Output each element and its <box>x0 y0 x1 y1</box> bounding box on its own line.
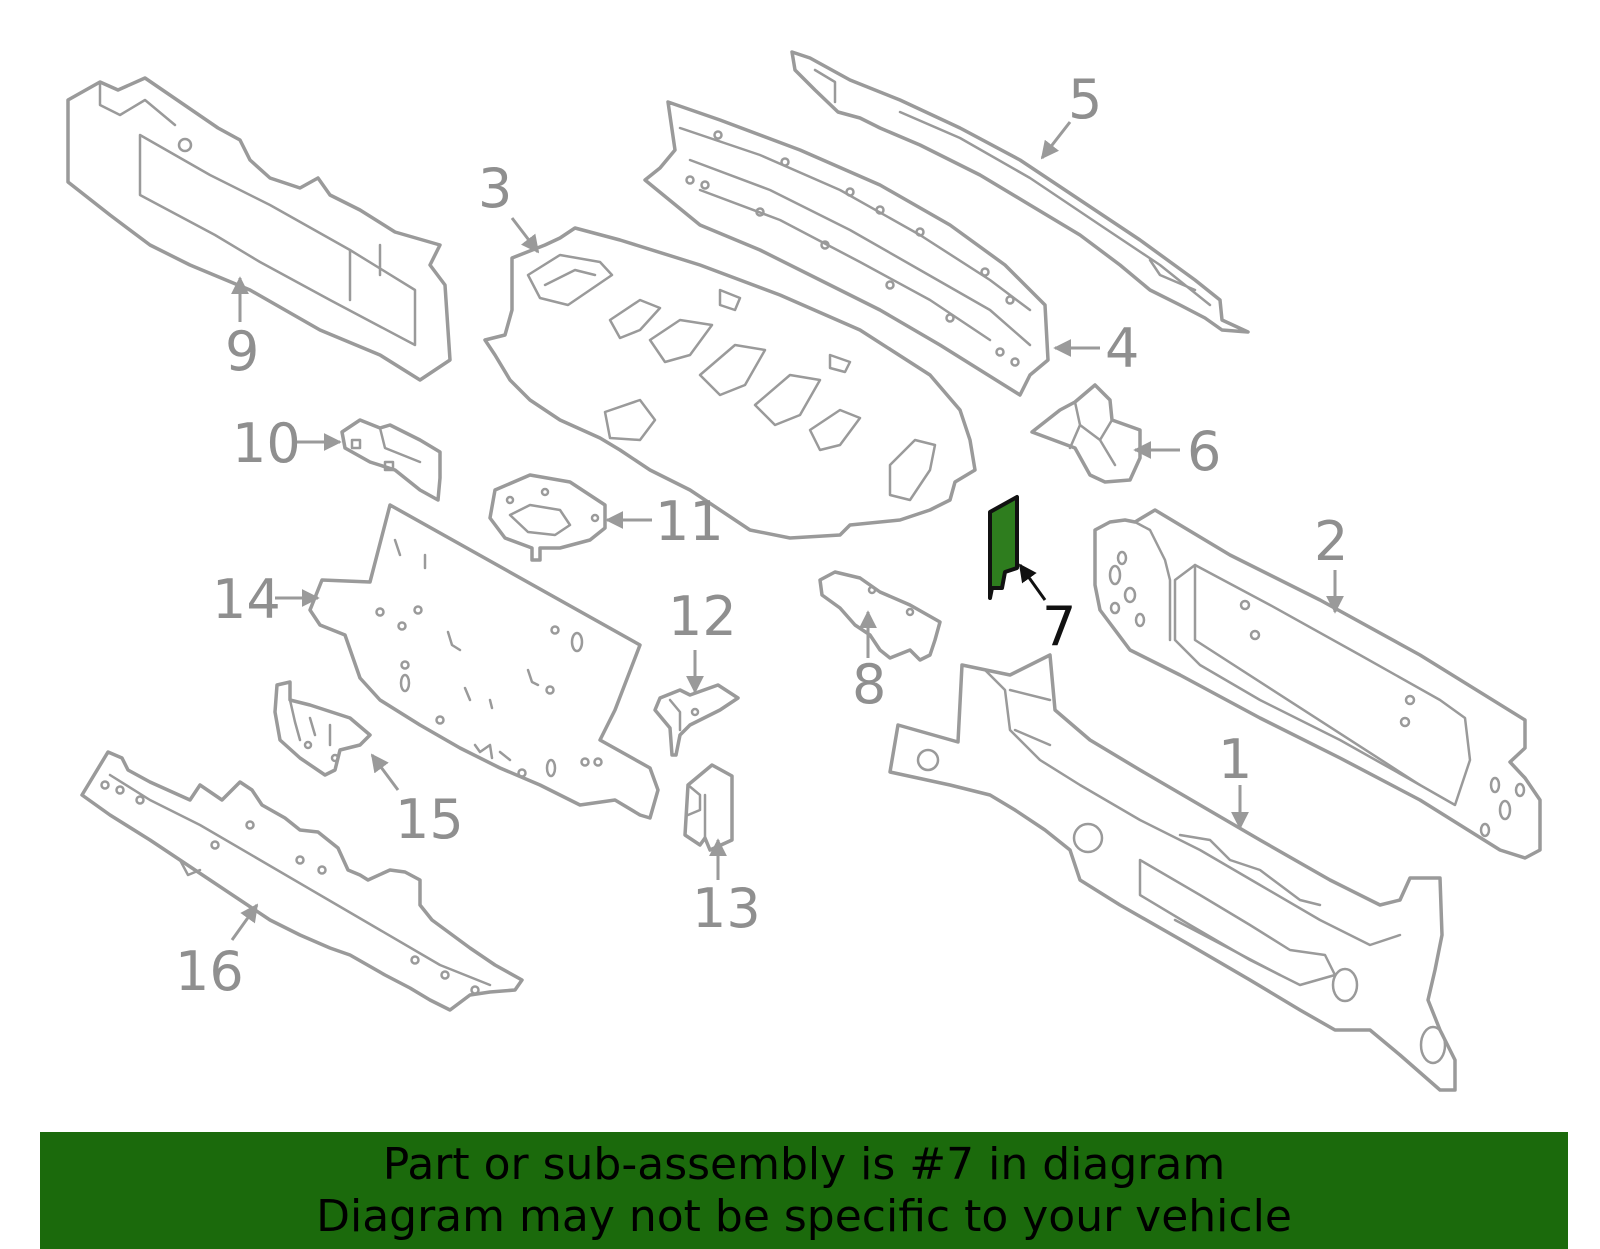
part-12-bracket <box>653 683 740 757</box>
part-10-bracket <box>340 418 442 502</box>
parts-diagram: 1 2 3 4 5 6 7 8 9 10 11 12 13 14 15 16 <box>66 50 1542 1092</box>
part-7-bracket <box>988 495 1019 600</box>
callout-15: 15 <box>395 788 464 851</box>
part-11-bracket <box>488 473 607 562</box>
callout-12: 12 <box>668 585 737 648</box>
part-6-gusset <box>1030 383 1142 484</box>
part-15-bracket <box>273 680 372 777</box>
callout-8: 8 <box>852 653 886 716</box>
callout-11: 11 <box>655 490 724 553</box>
callout-7: 7 <box>1042 595 1076 658</box>
callout-13: 13 <box>692 877 761 940</box>
part-5-reinforcement <box>790 50 1250 334</box>
part-4-header-panel <box>643 100 1050 397</box>
part-1-floor-member <box>888 653 1457 1092</box>
callout-labels: 1 2 3 4 5 6 7 8 9 10 11 12 13 14 15 16 <box>175 68 1348 1003</box>
callout-9: 9 <box>225 320 259 383</box>
banner-line-2: Diagram may not be specific to your vehi… <box>316 1190 1292 1242</box>
info-banner: Part or sub-assembly is #7 in diagram Di… <box>40 1132 1568 1249</box>
callout-6: 6 <box>1187 420 1221 483</box>
callout-1: 1 <box>1218 728 1252 791</box>
callout-4: 4 <box>1105 317 1139 380</box>
leader-lines <box>230 121 1344 941</box>
callout-14: 14 <box>212 568 281 631</box>
part-3-parcel-shelf <box>483 226 977 540</box>
callout-16: 16 <box>175 940 244 1003</box>
callout-2: 2 <box>1314 510 1348 573</box>
part-2-rear-panel <box>1093 508 1542 860</box>
part-13-bracket <box>683 763 734 852</box>
part-9-side-member <box>66 76 452 382</box>
part-16-lower-rail <box>80 750 524 1012</box>
callout-5: 5 <box>1068 68 1102 131</box>
callout-3: 3 <box>478 157 512 220</box>
callout-10: 10 <box>232 412 301 475</box>
part-14-floor-panel <box>308 503 660 820</box>
part-8-bracket <box>818 570 942 662</box>
banner-line-1: Part or sub-assembly is #7 in diagram <box>382 1138 1226 1190</box>
